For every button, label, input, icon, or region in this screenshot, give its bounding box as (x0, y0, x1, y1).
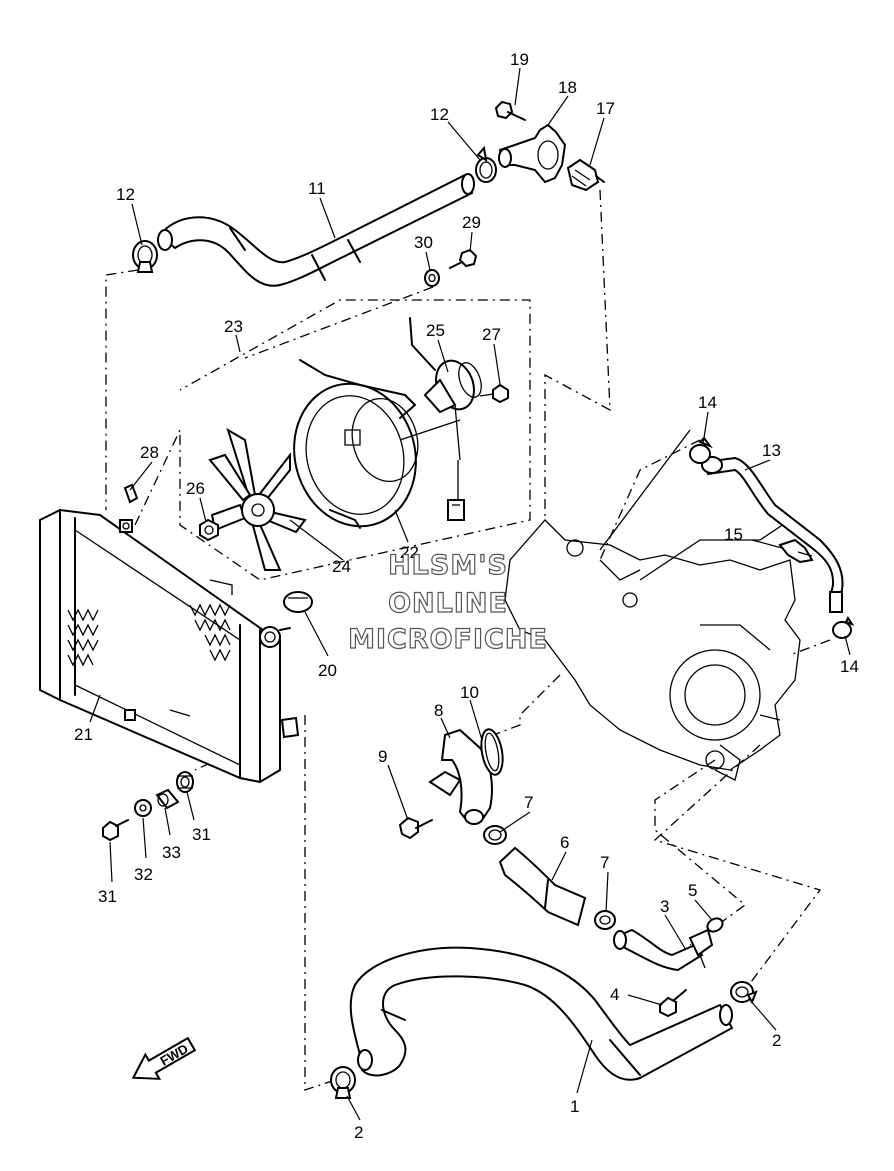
clamp-7-upper (483, 825, 507, 845)
washer-29 (424, 269, 440, 287)
callout-25: 26 (186, 479, 205, 498)
hose-6 (498, 846, 587, 927)
thermo-switch (566, 158, 605, 192)
watermark-line-2: ONLINE (388, 588, 508, 619)
clamp-12-left (132, 240, 158, 273)
callout-31: 31 (98, 887, 117, 906)
callout-4: 4 (610, 985, 619, 1004)
callout-18: 19 (510, 50, 529, 69)
o-ring-10 (480, 728, 504, 776)
hose-upper (157, 173, 475, 287)
forward-direction-arrow: FWD (131, 1036, 197, 1080)
bolt-18 (494, 100, 526, 121)
callout-17: 18 (558, 78, 577, 97)
callout-5: 5 (688, 881, 697, 900)
clamp-15 (778, 538, 814, 564)
callout-14-upper: 14 (698, 393, 717, 412)
callout-21: 23 (224, 317, 243, 336)
outlet-pipe-8 (428, 728, 493, 825)
clamp-2-right (730, 981, 758, 1005)
callout-2-right: 2 (772, 1031, 781, 1050)
callout-1: 1 (570, 1097, 579, 1116)
clamp-12-right (475, 145, 497, 183)
fan-shroud (293, 359, 461, 529)
callout-33: 33 (162, 843, 181, 862)
clamp-14-upper (689, 436, 713, 464)
fan-blade (208, 427, 307, 571)
connection-lines (105, 189, 831, 1091)
clamp-14-lower (832, 616, 855, 639)
callout-6: 6 (560, 833, 569, 852)
collar-33 (155, 788, 180, 810)
watermark-line-1: HLSM'S (388, 550, 508, 581)
callout-16: 17 (596, 99, 615, 118)
callout-9: 9 (378, 747, 387, 766)
fan-motor-bolt (479, 383, 509, 404)
callout-28: 29 (462, 213, 481, 232)
callout-32: 32 (134, 865, 153, 884)
callout-13: 13 (762, 441, 781, 460)
fan-nut (199, 518, 219, 542)
engine-outline (504, 429, 801, 781)
callout-2-left: 2 (354, 1123, 363, 1142)
callout-15: 15 (724, 525, 743, 544)
radiator (39, 508, 300, 784)
grommet-30 (176, 771, 194, 793)
fwd-arrow-icon (131, 1036, 197, 1080)
callout-8: 8 (434, 701, 443, 720)
hose-lower (349, 946, 734, 1081)
callout-10: 10 (460, 683, 479, 702)
clip-27 (123, 483, 139, 504)
pipe-3 (613, 928, 714, 972)
callout-30: 31 (192, 825, 211, 844)
bolt-4 (659, 989, 687, 1018)
radiator-core-fins (67, 603, 231, 667)
clamp-7-lower (594, 910, 616, 930)
radiator-cap (283, 591, 313, 613)
callout-7-lower: 7 (600, 853, 609, 872)
thermostat-housing (498, 123, 567, 184)
callout-leaders (89, 67, 851, 1121)
callout-7-upper: 7 (524, 793, 533, 812)
callout-12-right: 12 (430, 105, 449, 124)
callout-20: 21 (74, 725, 93, 744)
callout-27: 28 (140, 443, 159, 462)
bolt-31 (102, 819, 129, 842)
bolt-28 (449, 248, 478, 269)
washer-32 (134, 799, 152, 817)
callout-19: 20 (318, 661, 337, 680)
callout-26: 27 (482, 325, 501, 344)
callout-24: 24 (332, 557, 351, 576)
watermark-line-3: MICROFICHE (348, 624, 548, 655)
callout-numbers: 19 18 17 12 12 11 29 30 23 25 27 28 26 2… (74, 50, 859, 1142)
callout-12-left: 12 (116, 185, 135, 204)
callout-14-lower: 14 (840, 657, 859, 676)
callout-29: 30 (414, 233, 433, 252)
clamp-2-left (330, 1066, 356, 1099)
watermark: HLSM'S ONLINE MICROFICHE (347, 549, 548, 655)
callout-11: 11 (308, 179, 326, 198)
callout-22: 22 (400, 543, 419, 562)
fan-motor (409, 317, 482, 521)
callout-23: 25 (426, 321, 445, 340)
bolt-9 (398, 816, 433, 840)
callout-3: 3 (660, 897, 669, 916)
